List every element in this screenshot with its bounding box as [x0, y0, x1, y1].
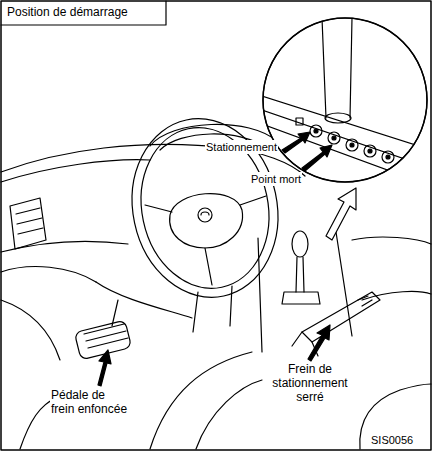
parking-brake-lever [302, 292, 380, 342]
detail-inset [262, 18, 431, 186]
dashboard [1, 160, 150, 182]
seats [360, 384, 431, 449]
figure-code: SIS0056 [370, 433, 414, 447]
steering-column [193, 286, 232, 332]
seats [352, 237, 431, 244]
callout-label: Frein de stationnement serré [268, 362, 352, 404]
seats [362, 292, 431, 300]
gear-shifter [282, 292, 320, 304]
detail-inset [346, 139, 358, 151]
detail-inset [368, 149, 372, 153]
gear-shifter [258, 232, 352, 352]
seats [196, 380, 262, 449]
gear-shifter [292, 231, 308, 257]
gear-shifter [258, 231, 352, 352]
detail-inset [263, 18, 427, 182]
brake-pedal [74, 300, 131, 360]
pointer-arrow [98, 350, 111, 386]
brake-pedal [84, 324, 128, 348]
parking-brake-lever [292, 292, 380, 356]
steering-wheel [201, 212, 209, 215]
figure-title: Position de démarrage [6, 5, 129, 19]
detail-inset [332, 136, 336, 140]
gear-label: Stationnement [205, 140, 278, 154]
hollow-arrow [326, 188, 356, 240]
detail-inset [382, 151, 394, 163]
detail-inset [296, 118, 303, 125]
pointer-arrow [308, 325, 330, 361]
pointer-arrow [282, 132, 310, 153]
dashboard [1, 267, 96, 282]
detail-inset [322, 18, 352, 118]
detail-inset [350, 143, 354, 147]
steering-wheel [198, 208, 212, 222]
steering-wheel [116, 105, 294, 311]
seats [150, 352, 252, 449]
dashboard [10, 198, 46, 249]
steering-wheel [116, 105, 294, 311]
detail-inset [262, 18, 431, 186]
dashboard [1, 241, 128, 252]
gear-label: Point mort [250, 172, 302, 186]
detail-inset [325, 113, 351, 123]
detail-inset [310, 125, 322, 137]
detail-inset [314, 129, 318, 133]
steering-wheel [170, 194, 243, 248]
steering-wheel [127, 116, 284, 301]
detail-inset [328, 132, 340, 144]
steering-wheel [145, 196, 266, 285]
brake-pedal [74, 320, 131, 360]
dashboard [16, 208, 43, 234]
callout-label: Pédale de frein enfoncée [50, 388, 132, 416]
title-tab [1, 1, 166, 25]
detail-inset [364, 145, 376, 157]
pointer-arrow [302, 145, 332, 171]
seats [1, 300, 60, 449]
detail-inset [263, 18, 427, 182]
detail-inset [386, 155, 390, 159]
gear-shifter [296, 257, 304, 292]
seats [1, 237, 431, 449]
